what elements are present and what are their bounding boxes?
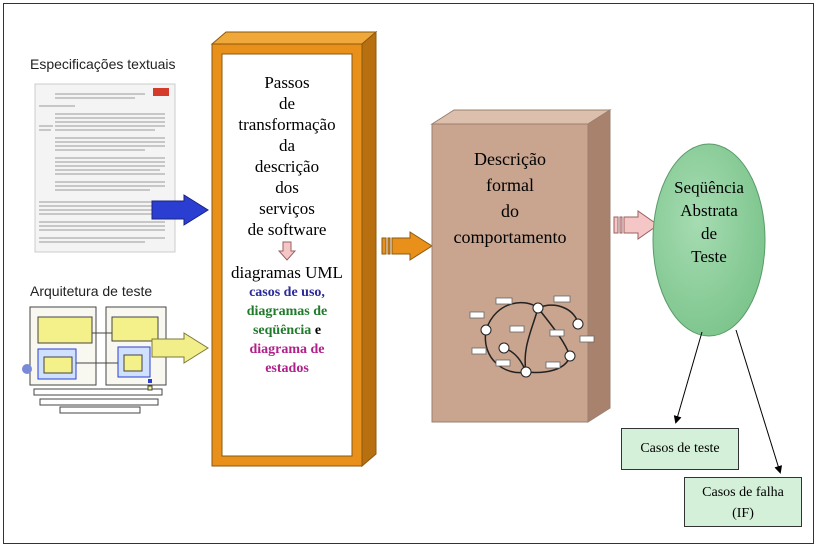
down-arrow-icon <box>278 241 296 261</box>
uml-title: diagramas UML <box>231 263 343 282</box>
uml-sequence-line: seqüência e <box>222 321 352 340</box>
fault-cases-line-2: (IF) <box>732 506 754 521</box>
ellipse-line-4: Teste <box>691 247 727 266</box>
transform-line-2: de <box>278 94 296 113</box>
uml-states-1: diagrama de <box>249 342 325 357</box>
ellipse-line-3: de <box>700 224 718 243</box>
fault-cases-line-1: Casos de falha <box>702 485 784 500</box>
arch-label: Arquitetura de teste <box>30 283 153 299</box>
transform-line-8: de software <box>247 220 327 239</box>
uml-states-2: estados <box>265 361 309 376</box>
transform-box-text: Passos de transformação da descrição dos… <box>222 72 352 378</box>
formal-line-3: do <box>501 201 519 221</box>
formal-line-4: comportamento <box>453 227 567 247</box>
ellipse-text: Seqüência Abstrata de Teste <box>660 176 758 268</box>
transform-line-6: dos <box>275 178 299 197</box>
transform-line-3: transformação <box>238 115 336 134</box>
transform-box-frame <box>210 30 378 468</box>
ellipse-line-2: Abstrata <box>680 201 738 220</box>
down-arrow-container <box>222 240 352 262</box>
transform-line-1: Passos <box>264 73 310 92</box>
spec-label: Especificações textuais <box>30 56 176 72</box>
transform-line-5: descrição <box>254 157 320 176</box>
arch-arrow <box>151 332 209 364</box>
ellipse-line-1: Seqüência <box>674 178 744 197</box>
diagram-frame <box>3 3 814 544</box>
uml-use-cases: casos de uso, <box>249 285 325 300</box>
uml-sequence-1: diagramas de <box>246 304 328 319</box>
spec-document-thumbnail <box>34 83 176 253</box>
test-cases-box: Casos de teste <box>621 428 739 470</box>
formal-line-2: formal <box>486 175 534 195</box>
formal-arrow <box>613 210 659 240</box>
spec-arrow <box>151 194 209 226</box>
uml-sequence-2: seqüência <box>252 323 312 338</box>
transform-arrow <box>381 231 433 261</box>
output-connectors <box>673 329 783 474</box>
state-machine-thumbnail <box>469 295 595 378</box>
formal-line-1: Descrição <box>474 149 546 169</box>
formal-box-text: Descrição formal do comportamento <box>432 146 588 250</box>
formal-box-frame <box>430 109 612 423</box>
transform-line-7: serviços <box>259 199 315 218</box>
sequence-ellipse <box>652 143 766 337</box>
transform-line-4: da <box>278 136 296 155</box>
test-architecture-thumbnail <box>22 306 167 414</box>
fault-cases-box: Casos de falha (IF) <box>684 477 802 527</box>
uml-and: e <box>314 323 322 338</box>
